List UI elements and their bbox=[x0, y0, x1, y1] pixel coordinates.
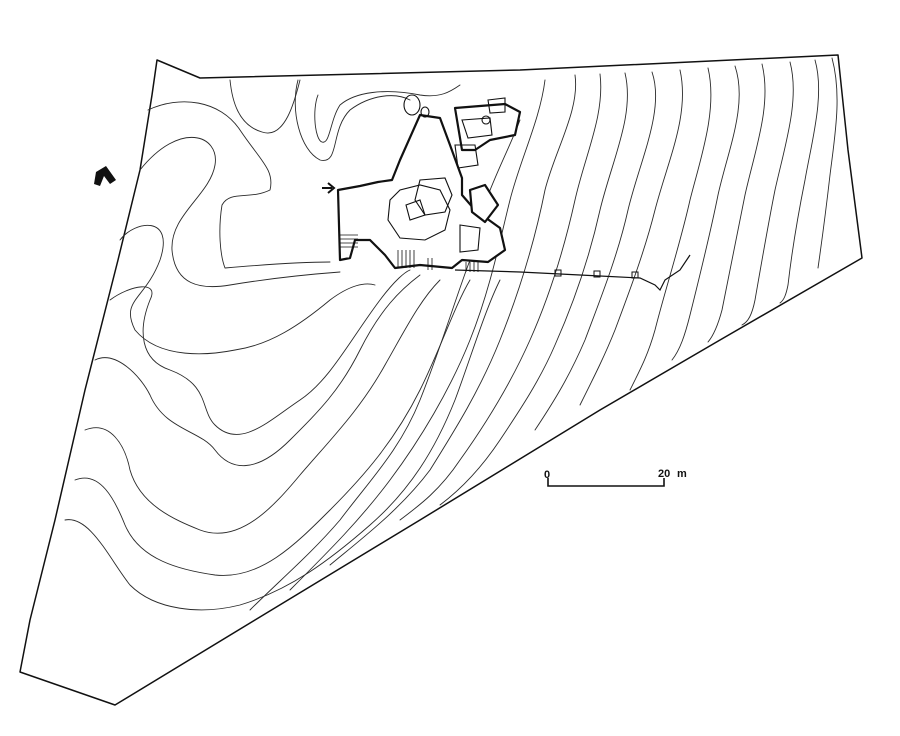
contour-lines bbox=[64, 57, 838, 611]
north-arrow-icon bbox=[94, 166, 116, 186]
inner-room bbox=[459, 224, 481, 253]
contour-line bbox=[671, 65, 740, 361]
contour-line bbox=[314, 84, 461, 143]
scale-bar-end-label: 20 bbox=[658, 468, 670, 480]
north-east-wing bbox=[453, 102, 522, 152]
wing-room bbox=[461, 117, 493, 139]
contour-line bbox=[817, 57, 838, 269]
scale-bar-unit: m bbox=[677, 468, 687, 480]
contour-line bbox=[329, 74, 577, 566]
contour-line bbox=[119, 224, 376, 355]
east-block bbox=[468, 183, 500, 224]
contour-line bbox=[629, 67, 712, 391]
contour-line bbox=[399, 73, 602, 521]
contour-line bbox=[289, 79, 546, 591]
contour-line bbox=[74, 279, 471, 576]
scale-bar-line bbox=[547, 478, 665, 487]
wing-room bbox=[454, 144, 479, 169]
scale-bar: 0 20 m bbox=[544, 468, 687, 487]
contour-line bbox=[84, 279, 441, 534]
contour-line bbox=[534, 71, 657, 431]
main-building bbox=[336, 113, 507, 270]
wing-room bbox=[487, 97, 506, 114]
inner-room bbox=[414, 177, 453, 216]
building-plan bbox=[336, 94, 691, 292]
entrance-arrow-icon bbox=[322, 182, 336, 194]
round-feature bbox=[403, 94, 421, 116]
inner-room bbox=[405, 199, 426, 221]
contour-line bbox=[741, 61, 794, 326]
courtyard-outline bbox=[387, 184, 451, 241]
west-stairs bbox=[340, 234, 358, 248]
contour-line bbox=[579, 69, 683, 406]
contour-line bbox=[109, 269, 411, 435]
contour-line bbox=[147, 101, 331, 269]
contour-line bbox=[229, 79, 301, 134]
contour-line bbox=[139, 137, 341, 288]
wall-posts bbox=[554, 269, 639, 279]
site-boundary bbox=[19, 54, 863, 706]
round-feature bbox=[481, 115, 491, 125]
scale-bar-start-label: 0 bbox=[544, 469, 550, 481]
garden-wall bbox=[454, 254, 691, 292]
contour-line bbox=[64, 279, 501, 611]
round-feature bbox=[420, 106, 430, 118]
contour-line bbox=[294, 79, 411, 161]
contour-line bbox=[94, 274, 421, 467]
south-stairs bbox=[397, 250, 479, 272]
contour-line bbox=[707, 63, 766, 343]
contour-line bbox=[439, 72, 628, 506]
contour-line bbox=[779, 59, 820, 304]
